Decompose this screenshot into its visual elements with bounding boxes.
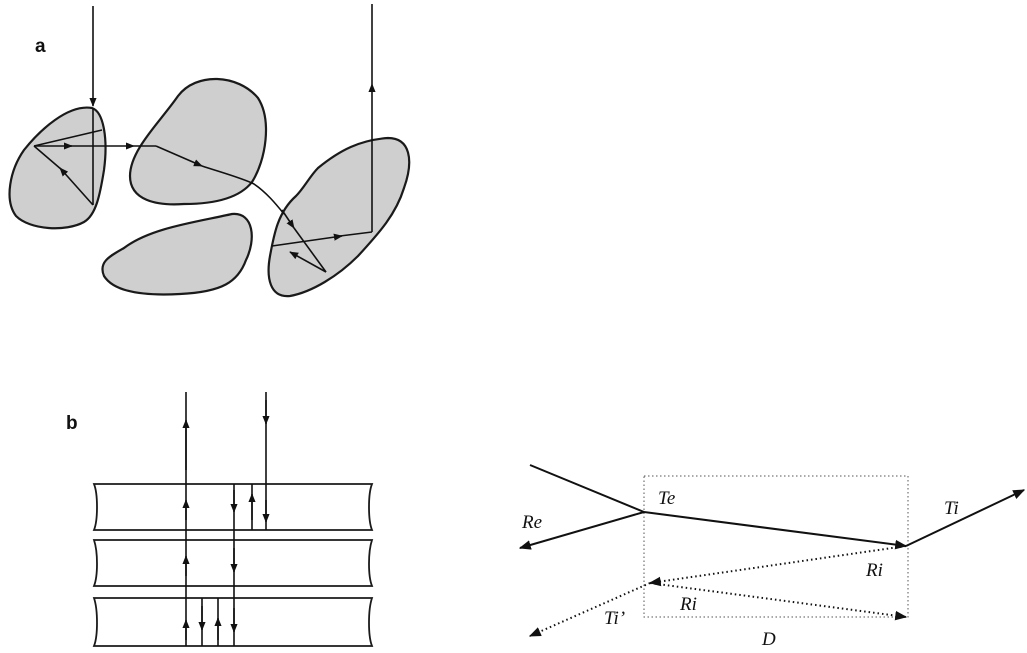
- label-ti-prime: Ti’: [604, 608, 625, 629]
- transmitted-ray-te: [643, 511, 908, 550]
- plate-bottom: [92, 597, 374, 647]
- middle-grain-ray-curve: [201, 165, 285, 215]
- internal-ray-up-left: [59, 167, 94, 206]
- grain-middle-top: [128, 77, 268, 206]
- middle-grain-ray-arrow: [155, 145, 203, 167]
- label-ri-lower: Ri: [679, 594, 697, 615]
- incident-ray: [529, 464, 645, 513]
- label-d: D: [761, 629, 776, 650]
- panel-b-label: b: [66, 413, 78, 434]
- grain-left: [8, 106, 107, 230]
- transmitted-prime-ray: [528, 582, 651, 637]
- transmitted-out-ray-ti: [905, 489, 1026, 547]
- panel-a-label: a: [35, 36, 46, 57]
- to-right-grain-ray-arrow: [281, 209, 295, 229]
- label-ti: Ti: [944, 498, 959, 519]
- dotted-box: [643, 475, 909, 618]
- plate-middle: [92, 539, 374, 587]
- right-grain-ray-back-arrow: [289, 251, 327, 273]
- label-te: Te: [658, 488, 675, 509]
- external-reflection-ray: [518, 511, 645, 550]
- label-re: Re: [521, 512, 542, 533]
- internal-ray-up-right: [33, 129, 103, 147]
- label-ri-upper: Ri: [865, 560, 883, 581]
- right-grain-ray-horizontal: [339, 231, 373, 237]
- right-grain-ray-horizontal-arrow: [271, 233, 343, 247]
- panel-a: a: [8, 4, 411, 298]
- panel-b: b: [66, 392, 374, 647]
- ray-model-diagram: Te Re Ti Ri Ri Ti’ D: [518, 464, 1026, 650]
- plate-top: [92, 483, 374, 531]
- internal-ray-left: [33, 145, 63, 171]
- grain-bottom-middle: [101, 212, 253, 296]
- right-grain-ray-down: [293, 227, 327, 273]
- grain-right: [267, 136, 411, 298]
